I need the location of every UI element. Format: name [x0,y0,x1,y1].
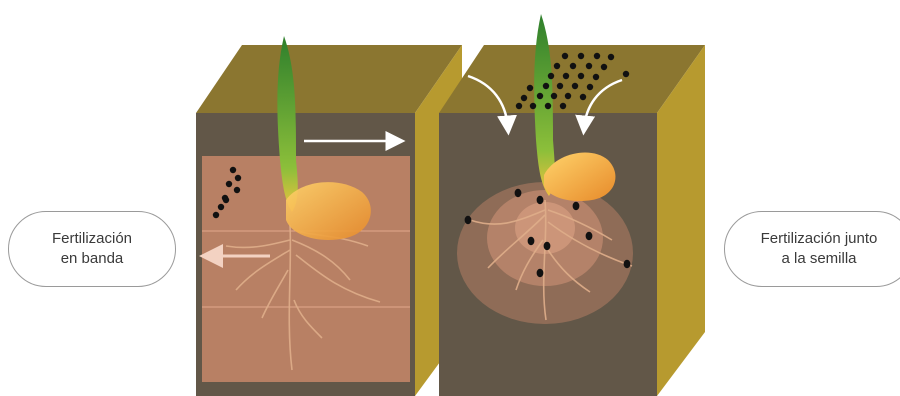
left-seed [286,182,371,240]
band-fertilization-label: Fertilización en banda [8,211,176,287]
band-fertilization-text: Fertilización en banda [42,229,142,269]
seed-fertilization-label: Fertilización junto a la semilla [724,211,900,287]
seed-fertilization-text: Fertilización junto a la semilla [751,229,888,269]
